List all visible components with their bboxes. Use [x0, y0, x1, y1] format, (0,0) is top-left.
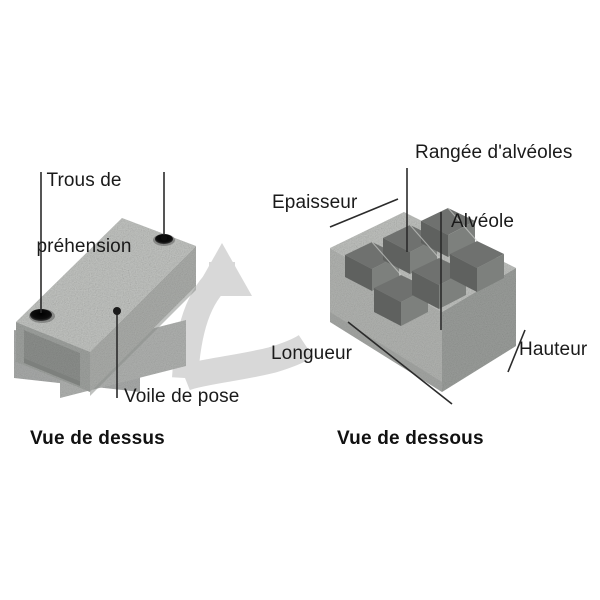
label-grip-holes-line2: préhension	[36, 236, 132, 257]
label-grip-holes-line1: Trous de	[46, 170, 122, 191]
cell-webs	[371, 207, 478, 276]
label-thickness: Epaisseur	[272, 192, 358, 213]
grip-hole-left	[30, 309, 52, 321]
leader-length	[347, 321, 453, 405]
leader-thickness-line	[329, 198, 399, 228]
caption-top-view: Vue de dessus	[30, 428, 165, 449]
rotation-arrow	[172, 243, 314, 391]
caption-bottom-view: Vue de dessous	[337, 428, 484, 449]
label-grip-holes: Trous de préhension	[0, 126, 168, 302]
leader-dot-hole-right	[160, 234, 168, 242]
label-cell: Alvéole	[451, 211, 515, 232]
leader-height	[507, 329, 526, 373]
label-bearing-web: Voile de pose	[124, 386, 240, 407]
block-bottom-view	[330, 207, 516, 392]
leader-lines-right	[329, 168, 526, 405]
label-height: Hauteur	[519, 339, 588, 360]
label-cell-row: Rangée d'alvéoles	[415, 142, 573, 163]
leader-dot-bearing-web	[113, 307, 121, 315]
label-length: Longueur	[271, 343, 353, 364]
cell-row-front	[374, 241, 504, 326]
leader-lines-left	[40, 172, 165, 398]
